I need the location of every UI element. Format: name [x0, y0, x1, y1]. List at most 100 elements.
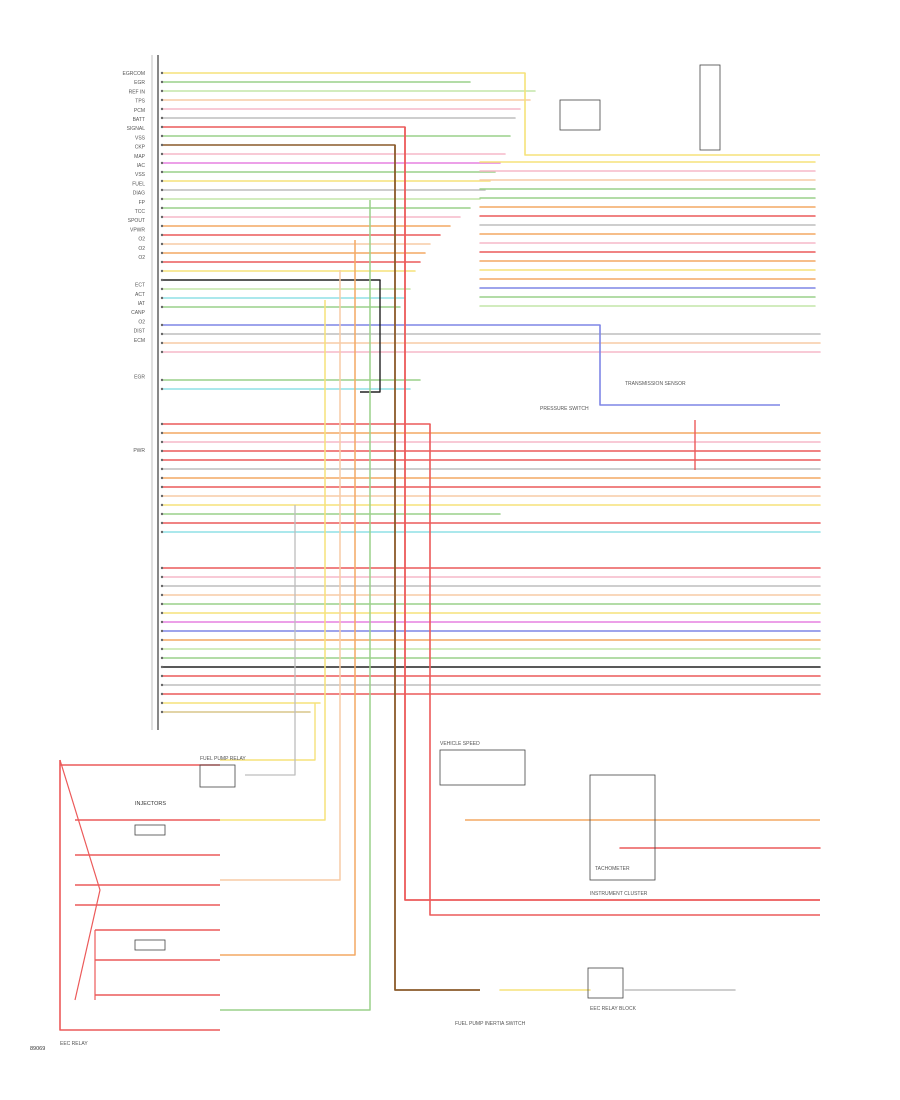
- pin-dot-9: [160, 152, 164, 156]
- transmission-sensor-label: TRANSMISSION SENSOR: [625, 381, 686, 387]
- pin-label-20: O2: [138, 255, 145, 261]
- pin-label-19: O2: [138, 246, 145, 252]
- pin-dot-42: [160, 503, 164, 507]
- pin-dot-47: [160, 575, 164, 579]
- eec-relay-label: EEC RELAY: [60, 1041, 88, 1047]
- pin-dot-5: [160, 116, 164, 120]
- pin-dot-54: [160, 638, 164, 642]
- trunk-yellow-2: [220, 300, 326, 821]
- fuel-pump-inertia-label: FUEL PUMP INERTIA SWITCH: [455, 1021, 526, 1027]
- pin-label-7: VSS: [135, 135, 146, 141]
- pin-dot-32: [160, 387, 164, 391]
- pin-dot-0: [160, 71, 164, 75]
- pin-dot-59: [160, 683, 164, 687]
- trunk-green: [220, 200, 371, 1011]
- pin-dot-62: [160, 710, 164, 714]
- injector-feed: [59, 760, 220, 1031]
- pin-label-8: CKP: [135, 145, 146, 151]
- pin-label-33: EGR: [134, 375, 145, 381]
- tach-label: TACHOMETER: [595, 866, 630, 872]
- pin-dot-43: [160, 512, 164, 516]
- trunk-blue: [599, 325, 780, 406]
- pin-dot-46: [160, 566, 164, 570]
- pin-label-17: VPWR: [130, 227, 145, 233]
- pin-dot-21: [160, 260, 164, 264]
- pin-dot-6: [160, 125, 164, 129]
- pin-dot-8: [160, 143, 164, 147]
- pin-dot-61: [160, 701, 164, 705]
- pin-label-3: TPS: [135, 99, 145, 105]
- pin-label-2: REF IN: [129, 89, 146, 95]
- pin-dot-52: [160, 620, 164, 624]
- pin-dot-33: [160, 422, 164, 426]
- pressure-switch-label: PRESSURE SWITCH: [540, 406, 589, 412]
- instrument-cluster: [589, 774, 656, 881]
- pin-dot-53: [160, 629, 164, 633]
- pin-dot-4: [160, 107, 164, 111]
- pin-dot-30: [160, 350, 164, 354]
- pin-dot-13: [160, 188, 164, 192]
- pin-dot-15: [160, 206, 164, 210]
- trunk-black: [360, 280, 381, 393]
- pin-label-1: EGR: [134, 80, 145, 86]
- trunk-red-main: [404, 127, 820, 901]
- pin-dot-23: [160, 278, 164, 282]
- pin-label-15: TCC: [135, 209, 146, 215]
- eec-relay-block: [699, 64, 721, 151]
- pin-dot-45: [160, 530, 164, 534]
- trunk-yellow-3: [220, 703, 316, 761]
- pin-dot-56: [160, 656, 164, 660]
- pin-dot-27: [160, 323, 164, 327]
- pin-dot-31: [160, 378, 164, 382]
- relay-coil: [559, 99, 601, 131]
- pin-dot-3: [160, 98, 164, 102]
- pin-label-10: IAC: [137, 163, 146, 169]
- pin-dot-26: [160, 305, 164, 309]
- pin-dot-25: [160, 296, 164, 300]
- pin-label-0: EGRCOM: [123, 71, 146, 77]
- pin-dot-18: [160, 233, 164, 237]
- pin-label-23: ECT: [135, 283, 145, 289]
- pin-dot-29: [160, 341, 164, 345]
- pin-dot-19: [160, 242, 164, 246]
- page-code: 89069: [30, 1046, 45, 1052]
- pin-label-4: PCM: [134, 108, 145, 114]
- trunk-gray: [245, 505, 296, 776]
- pin-dot-10: [160, 161, 164, 165]
- fuel-pump-relay-label: FUEL PUMP RELAY: [200, 756, 246, 762]
- eec-relay-block-label: EEC RELAY BLOCK: [590, 1006, 637, 1012]
- pin-dot-38: [160, 467, 164, 471]
- pin-dot-24: [160, 287, 164, 291]
- pin-label-41: PWR: [133, 448, 145, 454]
- pin-dot-34: [160, 431, 164, 435]
- pin-label-11: VSS: [135, 172, 146, 178]
- pin-dot-44: [160, 521, 164, 525]
- pin-label-27: O2: [138, 319, 145, 325]
- pin-label-12: FUEL: [132, 181, 145, 187]
- pin-dot-55: [160, 647, 164, 651]
- trunk-red-2: [429, 424, 820, 916]
- fuel-pump-relay: [439, 749, 526, 786]
- fuel-pump-inertia-switch: [587, 967, 624, 999]
- pin-label-24: ACT: [135, 292, 145, 298]
- trunk-orange: [220, 240, 356, 956]
- pin-dot-11: [160, 170, 164, 174]
- pin-dot-37: [160, 458, 164, 462]
- pin-label-14: FP: [139, 200, 146, 206]
- pin-dot-35: [160, 440, 164, 444]
- wire-group: [59, 72, 821, 1031]
- pin-dot-28: [160, 332, 164, 336]
- pin-dot-57: [160, 665, 164, 669]
- pin-dot-58: [160, 674, 164, 678]
- egr-solenoid: [199, 764, 236, 788]
- pin-dot-60: [160, 692, 164, 696]
- pin-dot-49: [160, 593, 164, 597]
- pin-dot-39: [160, 476, 164, 480]
- pin-dot-2: [160, 89, 164, 93]
- trunk-yellow: [524, 73, 820, 156]
- injectors-label: INJECTORS: [135, 801, 166, 807]
- pin-dot-40: [160, 485, 164, 489]
- injector-connector-2: [134, 939, 166, 951]
- pin-label-28: DIST: [134, 329, 145, 335]
